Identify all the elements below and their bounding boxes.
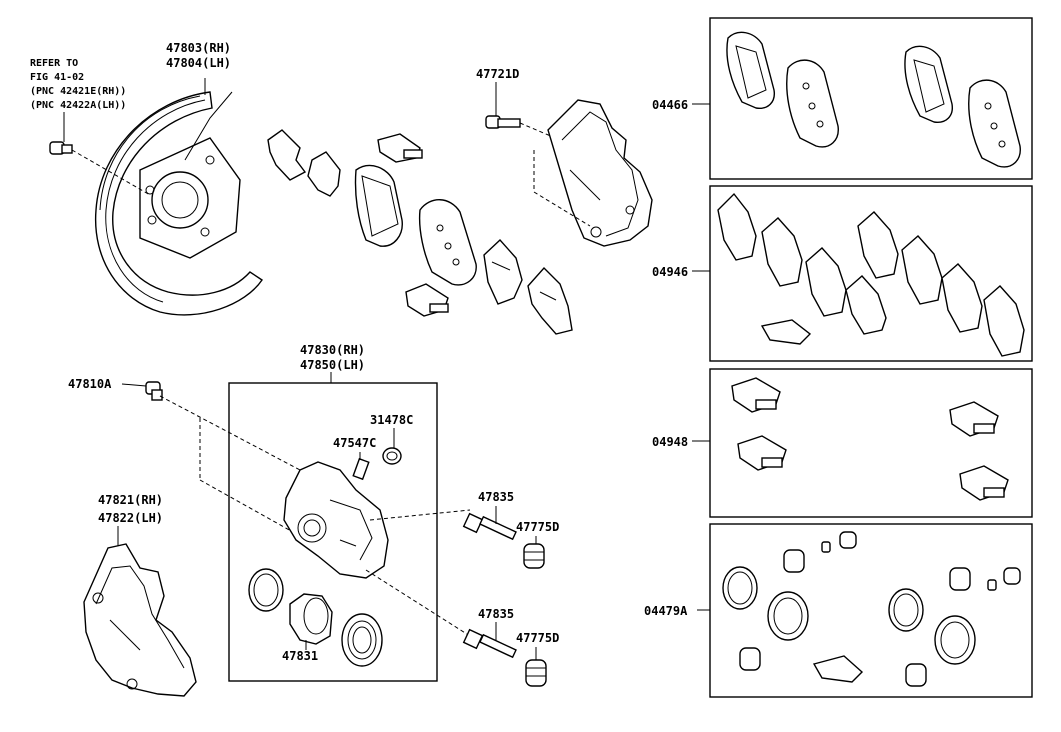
kit-04466-pad-1[interactable]	[726, 31, 775, 109]
label-47810A[interactable]: 47810A	[68, 377, 112, 391]
label-47803[interactable]: 47803(RH)	[166, 41, 231, 55]
refer-note-line-2: FIG 41-02	[30, 72, 84, 83]
label-47821[interactable]: 47821(RH)	[98, 493, 163, 507]
kit-box-04948	[709, 368, 1033, 518]
slide-pin-lower[interactable]	[462, 622, 517, 659]
top-shim-1[interactable]	[307, 151, 341, 197]
label-47850[interactable]: 47850(LH)	[300, 358, 365, 372]
label-47822[interactable]: 47822(LH)	[98, 511, 163, 525]
upper-mounting[interactable]	[533, 99, 653, 247]
label-04479A[interactable]: 04479A	[644, 604, 688, 618]
lower-mounting[interactable]	[83, 526, 197, 697]
cap-31478C[interactable]	[382, 428, 402, 465]
bleeder-47547C[interactable]	[352, 452, 370, 481]
top-clip-2[interactable]	[377, 133, 423, 163]
kit-04946-shims[interactable]	[717, 192, 1025, 357]
label-47775D-upper[interactable]: 47775D	[516, 520, 559, 534]
refer-note-line-4: (PNC 42422A(LH))	[30, 100, 126, 111]
kit-box-04466	[709, 17, 1033, 180]
label-47830[interactable]: 47830(RH)	[300, 343, 365, 357]
top-shim-3[interactable]	[527, 266, 573, 335]
top-clip-1[interactable]	[267, 129, 307, 181]
bolt-refer[interactable]	[49, 112, 151, 196]
piston-seal[interactable]	[248, 568, 284, 612]
label-47835-upper[interactable]: 47835	[478, 490, 514, 504]
backing-plate[interactable]	[94, 78, 263, 316]
top-pad-2[interactable]	[418, 199, 477, 286]
label-04948[interactable]: 04948	[652, 435, 688, 449]
refer-note-line-1: REFER TO	[30, 58, 78, 69]
slide-pin-upper[interactable]	[462, 506, 517, 541]
refer-note: REFER TO FIG 41-02 (PNC 42421E(RH)) (PNC…	[30, 58, 126, 111]
boot-upper[interactable]	[523, 536, 545, 569]
refer-note-line-3: (PNC 42421E(RH))	[30, 86, 126, 97]
label-04946[interactable]: 04946	[652, 265, 688, 279]
top-shim-2[interactable]	[483, 238, 523, 305]
kit-box-04946	[709, 185, 1033, 362]
piston-boot[interactable]	[341, 613, 383, 667]
label-31478C[interactable]: 31478C	[370, 413, 413, 427]
top-pad-1[interactable]	[354, 164, 403, 247]
boot-lower[interactable]	[525, 647, 547, 687]
kit-04466-pad-4[interactable]	[968, 79, 1021, 168]
caliper-assembly-box	[228, 382, 438, 682]
label-04466[interactable]: 04466	[652, 98, 688, 112]
kit-04466-pad-2[interactable]	[786, 59, 839, 148]
kit-box-04479A	[709, 523, 1033, 698]
kit-04948-clips[interactable]	[731, 377, 1009, 501]
kit-04479A-seals[interactable]	[722, 531, 1021, 687]
bolt-47810A[interactable]	[121, 381, 301, 537]
top-clip-3[interactable]	[405, 283, 449, 317]
kit-04466-pad-3[interactable]	[904, 45, 953, 123]
label-47835-lower[interactable]: 47835	[478, 607, 514, 621]
label-47547C[interactable]: 47547C	[333, 436, 376, 450]
piston-47831[interactable]	[289, 593, 333, 650]
caliper-body[interactable]	[283, 461, 471, 637]
label-47831[interactable]: 47831	[282, 649, 318, 663]
label-47775D-lower[interactable]: 47775D	[516, 631, 559, 645]
label-47721D[interactable]: 47721D	[476, 67, 519, 81]
label-47804[interactable]: 47804(LH)	[166, 56, 231, 70]
